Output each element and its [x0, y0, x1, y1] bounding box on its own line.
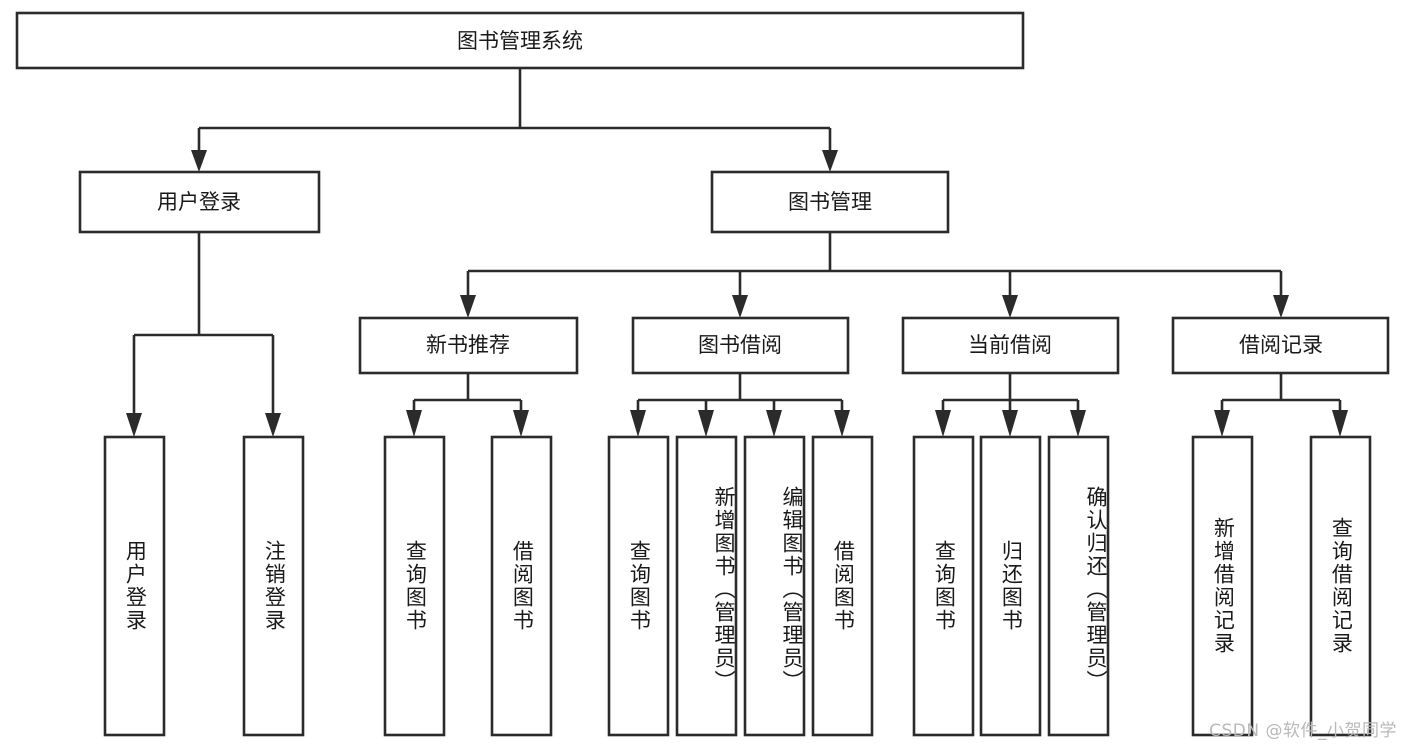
node-box-leaf-confirm-return[interactable] — [1047, 435, 1110, 737]
arrow-to-leaf-borrow-book-2 — [834, 410, 850, 437]
connector-layer — [126, 68, 1348, 437]
arrow-to-leaf-query-book-2 — [630, 410, 646, 437]
node-label-current-borrow: 当前借阅 — [968, 333, 1052, 357]
arrow-to-leaf-query-book-3 — [935, 410, 951, 437]
node-box-user-login[interactable] — [78, 170, 321, 234]
node-box-root[interactable] — [15, 11, 1025, 70]
csdn-watermark: CSDN @软件_小贺同学 — [1209, 721, 1397, 741]
arrow-to-leaf-query-book-1 — [406, 410, 422, 437]
node-box-leaf-add-record[interactable] — [1191, 435, 1254, 737]
arrow-to-leaf-user-logout — [265, 413, 281, 437]
node-box-leaf-user-logout[interactable] — [242, 435, 305, 737]
node-label-root: 图书管理系统 — [457, 29, 583, 53]
node-box-leaf-add-book[interactable] — [675, 435, 738, 737]
node-box-leaf-query-book-2[interactable] — [607, 435, 670, 737]
node-box-book-borrow[interactable] — [631, 316, 850, 375]
arrow-to-borrow-record — [1273, 295, 1289, 318]
node-label-borrow-record: 借阅记录 — [1239, 333, 1323, 357]
arrow-to-leaf-confirm-return — [1070, 410, 1086, 437]
node-box-leaf-borrow-book-1[interactable] — [490, 435, 553, 737]
node-box-new-book-recommend[interactable] — [358, 316, 579, 375]
node-label-new-book-recommend: 新书推荐 — [426, 333, 510, 357]
node-box-leaf-query-book-1[interactable] — [383, 435, 446, 737]
node-box-leaf-user-login[interactable] — [103, 435, 166, 737]
arrow-to-new-book-recommend — [460, 295, 476, 318]
arrow-to-user-login — [191, 150, 207, 172]
arrow-to-leaf-borrow-book-1 — [513, 410, 529, 437]
arrow-to-leaf-add-record — [1214, 410, 1230, 437]
node-box-leaf-query-book-3[interactable] — [912, 435, 975, 737]
node-label-book-manage: 图书管理 — [788, 190, 872, 214]
arrow-to-leaf-edit-book — [766, 410, 782, 437]
node-box-leaf-edit-book[interactable] — [743, 435, 806, 737]
node-label-user-login: 用户登录 — [157, 190, 241, 214]
node-label-book-borrow: 图书借阅 — [698, 333, 782, 357]
arrow-to-book-manage — [822, 150, 838, 172]
node-box-borrow-record[interactable] — [1171, 316, 1390, 375]
arrow-to-current-borrow — [1002, 295, 1018, 318]
node-box-leaf-query-record[interactable] — [1309, 435, 1372, 737]
node-box-leaf-borrow-book-2[interactable] — [811, 435, 874, 737]
node-box-leaf-return-book[interactable] — [979, 435, 1042, 737]
node-box-book-manage[interactable] — [710, 170, 950, 234]
arrow-to-leaf-return-book — [1002, 410, 1018, 437]
arrow-to-leaf-add-book — [698, 410, 714, 437]
arrow-to-leaf-user-login — [126, 413, 142, 437]
node-box-current-borrow[interactable] — [901, 316, 1120, 375]
arrow-to-leaf-query-record — [1332, 410, 1348, 437]
arrow-to-book-borrow — [732, 295, 748, 318]
node-layer: 图书管理系统 用户登录 图书管理 新书推荐 图书借阅 当前借阅 借阅记录 — [15, 11, 1390, 737]
